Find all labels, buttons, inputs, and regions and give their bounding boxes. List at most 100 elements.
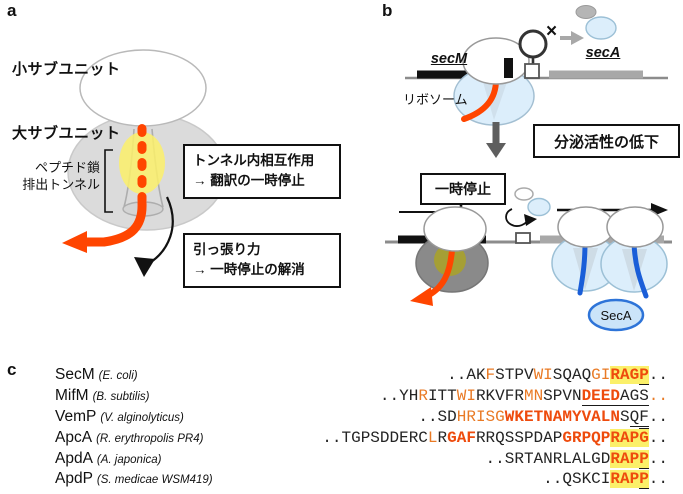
pulling-force-box: 引っ張り力 → 一時停止の解消: [183, 233, 341, 288]
sequence-segment: RAP: [610, 470, 640, 489]
species-name: (S. medicae WSM419): [96, 474, 213, 487]
species-name: (B. subtilis): [92, 390, 150, 403]
sequence-segment: ..SD: [418, 407, 457, 426]
sequence-segment: ..YH: [379, 386, 419, 405]
sequence: ..AKFSTPVWISQAQGIRAGP..: [283, 366, 668, 385]
alignment-row: ApcA(R. erythropolis PR4)..TGPSDDERCLRGA…: [55, 427, 668, 450]
ribosome-tunnel-shade: [483, 82, 507, 120]
protein-name-cell: SecM(E. coli): [55, 366, 283, 384]
panel-a-label: a: [7, 1, 17, 20]
nascent-chain-exit: [79, 198, 147, 247]
sequence-segment: WKETNAMYVALN: [504, 407, 620, 426]
species-name: (A. japonica): [96, 453, 162, 466]
sequence: ..TGPSDDERCLRGAFRRQSSPDAPGRPQPRAPG..: [283, 427, 668, 447]
sequence-segment: ..: [648, 386, 668, 405]
sequence-segment: P: [639, 449, 649, 469]
sequence-segment: P: [639, 470, 649, 490]
sequence-segment: RRQSSPDAP: [475, 428, 563, 447]
sequence-segment: ..SRTANRLALGD: [485, 449, 611, 468]
sd-box: [524, 63, 540, 79]
sequence-segment: RAP: [610, 449, 640, 468]
sequence-segment: P: [639, 366, 649, 385]
secM-secA-operon-top: [405, 5, 668, 158]
sequence-segment: F: [485, 366, 496, 384]
sequence-segment: STPV: [495, 366, 534, 384]
pause-box: 一時停止: [420, 173, 506, 205]
sequence-segment: DEED: [581, 386, 620, 406]
tunnel-bracket: [104, 149, 113, 213]
sequence-segment: ..QSKCI: [543, 470, 611, 489]
alignment-row: ApdP(S. medicae WSM419) ..QSKCIRAPP..: [55, 470, 668, 491]
sequence: ..SDHRISGWKETNAMYVALNSQF..: [283, 407, 668, 427]
sequence-segment: SQAQ: [552, 366, 592, 384]
sequence-segment: GI: [591, 366, 611, 384]
sequence-segment: G: [639, 427, 649, 447]
free-small-subunit: [575, 5, 597, 19]
sequence-segment: GRPQP: [562, 428, 611, 447]
sequence-segment: R: [437, 428, 448, 447]
sequence-segment: S: [619, 407, 630, 426]
sequence-segment: MN: [523, 386, 544, 405]
arrest-segment-bar: [504, 58, 513, 78]
small-subunit-label: 小サブユニット: [12, 61, 121, 78]
down-arrow-head: [486, 143, 506, 158]
species-name: (R. erythropolis PR4): [96, 432, 204, 445]
ribosome-label: リボソーム: [403, 92, 468, 107]
sequence-segment: HRISG: [456, 407, 505, 426]
alignment-row: VemP(V. alginolyticus)..SDHRISGWKETNAMYV…: [55, 407, 668, 429]
protein-name: VemP: [55, 407, 97, 425]
protein-name: SecM: [55, 366, 95, 383]
alignment-rows: SecM(E. coli)..AKFSTPVWISQAQGIRAGP..MifM…: [55, 366, 668, 491]
protein-name: ApcA: [55, 428, 93, 446]
sd-box-2: [515, 232, 531, 244]
secretion-decrease-box: 分泌活性の低下: [533, 124, 680, 158]
sequence: ..YHRITTWIRKVFRMNSPVNDEEDAGS..: [283, 386, 668, 406]
large-subunit-label: 大サブユニット: [12, 125, 121, 142]
protein-name: ApdP: [55, 470, 93, 488]
sequence-segment: WI: [533, 366, 553, 384]
sequence-segment: WI: [456, 386, 476, 405]
sequence-segment: ..: [648, 470, 668, 489]
sequence-segment: RAG: [610, 366, 640, 384]
panel-c-label: c: [7, 360, 17, 379]
sequence: ..SRTANRLALGDRAPP..: [283, 449, 668, 469]
sequence-segment: ..: [648, 428, 668, 447]
sequence-segment: ..AK: [447, 366, 486, 384]
protein-name: ApdA: [55, 449, 93, 467]
alignment-row: MifM(B. subtilis)..YHRITTWIRKVFRMNSPVNDE…: [55, 386, 668, 408]
nascent-chain-arrowhead: [62, 231, 87, 253]
sequence: ..QSKCIRAPP..: [283, 470, 668, 490]
species-name: (V. alginolyticus): [100, 411, 184, 424]
sequence-segment: RKVFR: [475, 386, 524, 405]
no-translation-cross-icon: ×: [546, 21, 558, 42]
sequence-segment: SPVN: [543, 386, 582, 405]
pulling-force-arrowhead: [134, 257, 155, 277]
blocked-arrow-head: [571, 31, 584, 45]
ribosome-schematic: [62, 49, 227, 277]
sequence-segment: ..: [648, 366, 668, 384]
hairpin-loop: [518, 29, 548, 59]
sequence-segment: GAF: [447, 428, 476, 447]
sequence-segment: ITT: [427, 386, 457, 405]
panel-b-label: b: [382, 1, 393, 20]
sequence-segment: QF: [629, 407, 649, 427]
secM-orf-bar: [417, 70, 499, 79]
sequence-segment: R: [418, 386, 428, 405]
protein-name-cell: ApcA(R. erythropolis PR4): [55, 429, 283, 447]
recycling-subunits: [505, 187, 551, 227]
sequence-segment: AGS: [619, 386, 649, 406]
alignment-row: SecM(E. coli)..AKFSTPVWISQAQGIRAGP..: [55, 366, 668, 387]
secM-gene-label: secM: [430, 51, 468, 67]
pulling-force-arrow: [150, 196, 174, 263]
protein-name-cell: VemP(V. alginolyticus): [55, 408, 283, 426]
free-large-subunit: [585, 16, 617, 40]
protein-name-cell: MifM(B. subtilis): [55, 387, 283, 405]
sequence-segment: ..: [648, 449, 668, 468]
exit-tunnel-label: ペプチド鎖 排出トンネル: [22, 160, 100, 192]
alignment-row: ApdA(A. japonica) ..SRTANRLALGDRAPP..: [55, 449, 668, 471]
protein-name: MifM: [55, 386, 89, 404]
translating-ribosomes: [551, 206, 668, 299]
species-name: (E. coli): [98, 370, 138, 382]
